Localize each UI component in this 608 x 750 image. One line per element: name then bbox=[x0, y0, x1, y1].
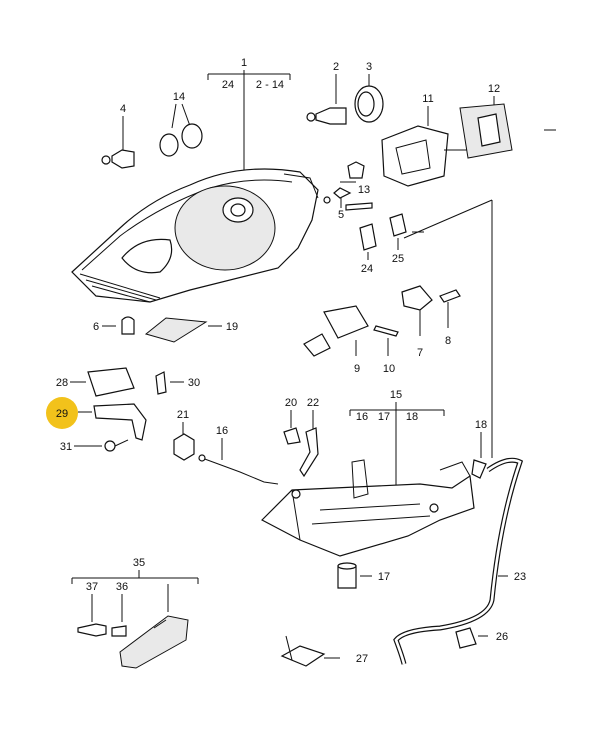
callout-15-sub-16: 16 bbox=[356, 411, 368, 423]
bulb-6: 6 bbox=[93, 316, 135, 335]
clip-18: 18 bbox=[471, 419, 487, 479]
cover-19: 19 bbox=[144, 317, 238, 343]
callout-20[interactable]: 20 bbox=[285, 397, 297, 409]
callout-24[interactable]: 24 bbox=[361, 263, 373, 275]
callout-16[interactable]: 16 bbox=[216, 425, 228, 437]
nozzle-26: 26 bbox=[455, 627, 508, 649]
nut-21: 21 bbox=[173, 409, 195, 461]
callout-35[interactable]: 35 bbox=[133, 557, 145, 569]
callout-11[interactable]: 11 bbox=[422, 93, 433, 105]
callout-29[interactable]: 29 bbox=[56, 408, 68, 420]
callout-2[interactable]: 2 bbox=[333, 61, 339, 73]
callout-15-sub-17: 17 bbox=[378, 411, 390, 423]
bracket-27: 27 bbox=[280, 635, 368, 667]
highlight-marker bbox=[46, 397, 78, 429]
clip-20: 20 bbox=[283, 397, 301, 445]
base-plate-15: 15 16 17 18 bbox=[260, 389, 475, 557]
connector-24: 24 bbox=[359, 223, 377, 275]
callout-10[interactable]: 10 bbox=[383, 363, 395, 375]
rod-16: 16 bbox=[198, 425, 279, 485]
callout-25[interactable]: 25 bbox=[392, 253, 404, 265]
callout-1[interactable]: 1 bbox=[241, 57, 247, 69]
control-unit-28: 28 bbox=[56, 367, 135, 397]
callout-19[interactable]: 19 bbox=[226, 321, 238, 333]
callout-18[interactable]: 18 bbox=[475, 419, 487, 431]
motor-7: 7 bbox=[401, 285, 433, 359]
control-unit-12: 12 bbox=[459, 83, 556, 159]
bracket-29: 29 bbox=[46, 397, 147, 441]
lever-22: 22 bbox=[299, 397, 319, 478]
callout-21[interactable]: 21 bbox=[177, 409, 189, 421]
callout-26[interactable]: 26 bbox=[496, 631, 508, 643]
callout-22[interactable]: 22 bbox=[307, 397, 319, 409]
callout-13[interactable]: 13 bbox=[358, 184, 370, 196]
callout-30[interactable]: 30 bbox=[188, 377, 200, 389]
ring-3: 3 bbox=[354, 61, 384, 123]
callout-23[interactable]: 23 bbox=[514, 571, 526, 583]
callout-9[interactable]: 9 bbox=[354, 363, 360, 375]
plug-13: 13 bbox=[345, 184, 373, 211]
connector-25: 25 bbox=[389, 213, 424, 265]
callout-14[interactable]: 14 bbox=[173, 91, 185, 103]
callout-12[interactable]: 12 bbox=[488, 83, 500, 95]
screw-10: 10 bbox=[373, 325, 399, 375]
callout-4[interactable]: 4 bbox=[120, 103, 126, 115]
screw-31: 31 bbox=[60, 439, 129, 453]
holder-11: 11 bbox=[381, 93, 470, 187]
screw-30: 30 bbox=[155, 371, 200, 395]
screw-8: 8 bbox=[439, 289, 461, 347]
callout-6[interactable]: 6 bbox=[93, 321, 99, 333]
callout-5[interactable]: 5 bbox=[338, 209, 344, 221]
callout-27[interactable]: 27 bbox=[356, 653, 368, 665]
bulb-2: 2 bbox=[306, 61, 347, 125]
callout-31[interactable]: 31 bbox=[60, 441, 72, 453]
actuator-9: 9 bbox=[303, 305, 369, 375]
callout-17[interactable]: 17 bbox=[378, 571, 390, 583]
side-marker-35: 35 37 36 bbox=[71, 557, 199, 669]
callout-1-sub-24: 24 bbox=[222, 79, 234, 91]
callout-7[interactable]: 7 bbox=[417, 347, 423, 359]
callout-1-sub-2-14: 2 - 14 bbox=[256, 79, 284, 91]
hose-23: 23 bbox=[393, 457, 526, 665]
callout-3[interactable]: 3 bbox=[366, 61, 372, 73]
callout-15[interactable]: 15 bbox=[390, 389, 402, 401]
callout-8[interactable]: 8 bbox=[445, 335, 451, 347]
bulb-4: 4 bbox=[101, 103, 135, 169]
bulb-5: 5 bbox=[333, 161, 365, 221]
bushing-17: 17 bbox=[337, 562, 390, 589]
headlight-assembly: 1 24 2 - 14 bbox=[71, 57, 331, 303]
callout-37[interactable]: 37 bbox=[86, 581, 98, 593]
rings-14: 14 bbox=[159, 91, 203, 157]
callout-28[interactable]: 28 bbox=[56, 377, 68, 389]
callout-15-sub-18: 18 bbox=[406, 411, 418, 423]
callout-36[interactable]: 36 bbox=[116, 581, 128, 593]
